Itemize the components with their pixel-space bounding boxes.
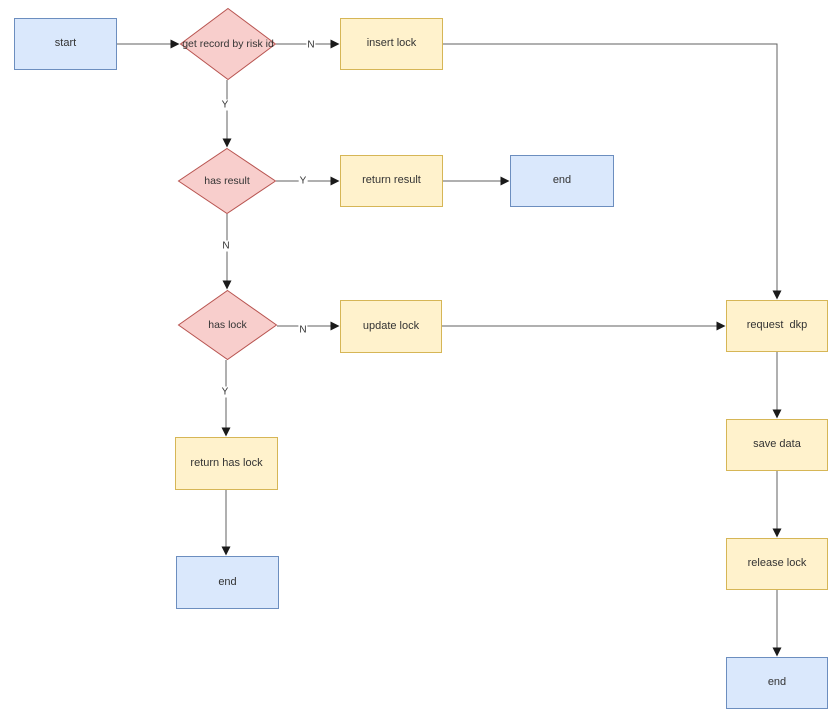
edge-label-get-record-no: N xyxy=(306,39,316,51)
node-label-return-result: return result xyxy=(362,174,421,187)
diamond-shape-get-record xyxy=(179,7,277,81)
node-insert-lock[interactable]: insert lock xyxy=(340,18,443,70)
edge-label-has-lock-yes: Y xyxy=(220,386,230,398)
node-has-result[interactable]: has result xyxy=(177,147,277,215)
node-label-end-bottom: end xyxy=(767,676,787,689)
diamond-shape-has-lock xyxy=(177,289,278,361)
node-label-start: start xyxy=(54,37,77,50)
node-label-return-has-lock: return has lock xyxy=(190,456,263,469)
edge-label-has-result-no: N xyxy=(221,240,231,252)
node-end-left[interactable]: end xyxy=(176,556,279,609)
node-label-insert-lock: insert lock xyxy=(366,37,417,50)
node-label-request-dkp: request dkp xyxy=(746,319,808,332)
node-label-save-data: save data xyxy=(753,438,801,451)
node-start[interactable]: start xyxy=(14,18,117,70)
edge-label-get-record-yes: Y xyxy=(220,99,230,111)
node-label-update-lock: update lock xyxy=(362,319,420,332)
node-return-result[interactable]: return result xyxy=(340,155,443,207)
node-label-end-left: end xyxy=(218,575,237,588)
edge-label-has-result-yes: Y xyxy=(298,175,308,187)
node-update-lock[interactable]: update lock xyxy=(340,300,442,353)
node-get-record[interactable]: get record by risk id xyxy=(179,7,277,81)
node-label-release-lock: release lock xyxy=(747,557,807,570)
node-release-lock[interactable]: release lock xyxy=(726,538,828,590)
diamond-shape-has-result xyxy=(177,147,277,215)
node-request-dkp[interactable]: request dkp xyxy=(726,300,828,352)
node-return-has-lock[interactable]: return has lock xyxy=(175,437,278,490)
node-has-lock[interactable]: has lock xyxy=(177,289,278,361)
node-save-data[interactable]: save data xyxy=(726,419,828,471)
connector-insert-lock-to-request-dkp xyxy=(443,43,782,300)
node-label-end-top: end xyxy=(552,174,572,187)
node-end-bottom[interactable]: end xyxy=(726,657,828,709)
edge-label-has-lock-no: N xyxy=(298,324,308,336)
node-end-top[interactable]: end xyxy=(510,155,614,207)
